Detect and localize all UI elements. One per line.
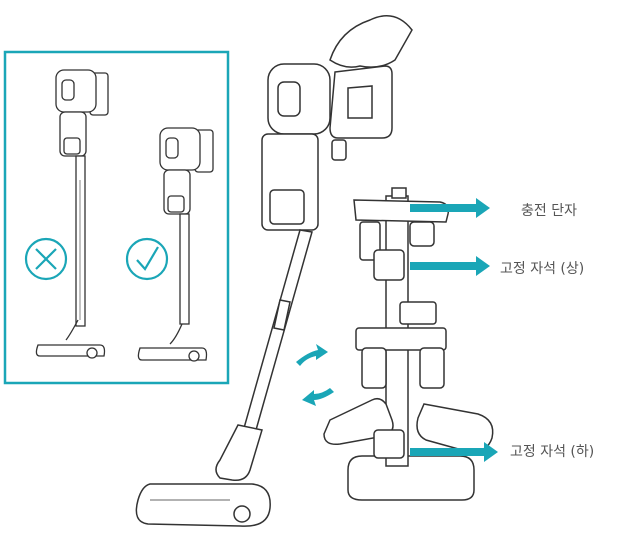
- inset-vacuum-wrong: [35, 69, 109, 359]
- inset-frame: [3, 50, 230, 385]
- callout-arrows: [410, 198, 498, 462]
- charging-terminal-label: 충전 단자: [521, 203, 577, 219]
- rotate-arrows-icon: [296, 344, 334, 406]
- main-vacuum: [135, 15, 413, 527]
- hand-illustration: [329, 15, 413, 68]
- lower-magnet-arrow: [410, 442, 498, 462]
- check-circle-icon: [125, 237, 169, 281]
- charging-terminal-arrow: [410, 198, 490, 218]
- upper-magnet-label: 고정 자석 (상): [500, 261, 585, 277]
- placement-inset: [3, 50, 230, 385]
- upper-magnet-arrow: [410, 256, 490, 276]
- cross-circle-icon: [24, 237, 68, 281]
- lower-magnet-label: 고정 자석 (하): [510, 444, 595, 460]
- charging-stand: [323, 187, 494, 501]
- inset-vacuum-correct: [137, 127, 214, 362]
